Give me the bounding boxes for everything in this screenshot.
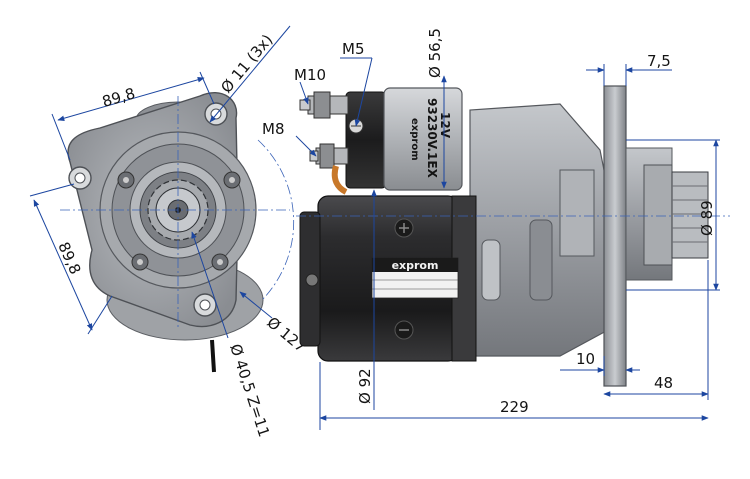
- copper-strap: [331, 165, 348, 195]
- side-view: exprom 93230V.1EX 12V exprom: [296, 85, 730, 387]
- dim-motor-diameter: Ø 92: [356, 368, 374, 404]
- dim-flange-height: 89,8: [54, 239, 84, 277]
- front-view: [60, 91, 295, 373]
- side-dimensions: Ø 56,5 Ø 89 7,5 10 48 229 Ø 92 M5: [262, 28, 720, 430]
- label-m10: M10: [294, 66, 326, 84]
- dim-flange-width: 89,8: [100, 84, 137, 111]
- dim-offset-10: 10: [576, 350, 595, 368]
- terminal-m10: [299, 91, 349, 119]
- dim-nose-diameter: Ø 89: [698, 200, 716, 236]
- solenoid-brand: exprom: [409, 118, 420, 161]
- solenoid-body: [383, 87, 463, 191]
- flange-hole: [193, 293, 217, 317]
- dim-solenoid-diameter: Ø 56,5: [426, 28, 444, 78]
- motor-brand: exprom: [392, 259, 439, 272]
- flange-hole: [68, 166, 92, 190]
- solenoid-line2: 12V: [438, 112, 452, 139]
- dim-pinion: Ø 40,5 Z=11: [226, 342, 273, 440]
- screw-icon: [394, 320, 414, 340]
- dim-hole-diameter: Ø 11 (3x): [217, 31, 276, 97]
- label-m8: M8: [262, 120, 285, 138]
- dim-overall-length: 229: [500, 398, 529, 416]
- screw-icon: [394, 218, 414, 238]
- solenoid-line1: 93230V.1EX: [425, 98, 439, 179]
- solenoid-cap: [345, 91, 387, 189]
- dim-offset-48: 48: [654, 374, 673, 392]
- dim-flange-thickness: 7,5: [647, 52, 671, 70]
- flange-plate: [603, 85, 627, 387]
- label-m5: M5: [342, 40, 365, 58]
